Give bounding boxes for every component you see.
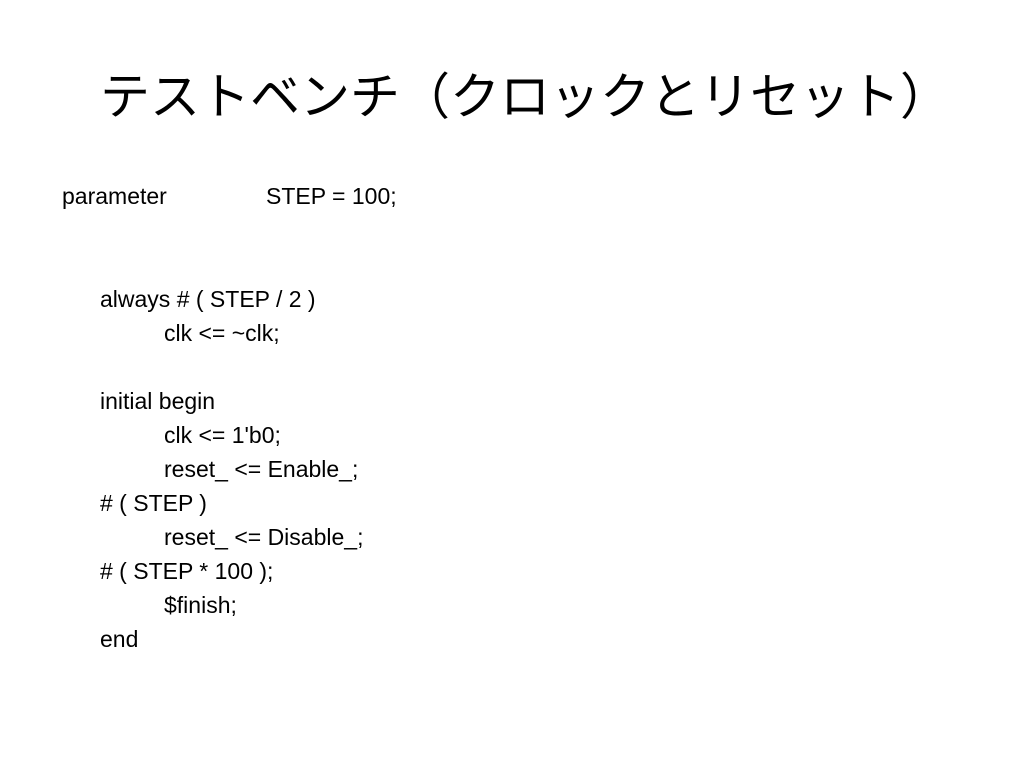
code-line: clk <= ~clk; [164, 320, 280, 346]
code-line: clk <= 1'b0; [164, 422, 281, 448]
code-line: $finish; [164, 592, 237, 618]
code-line-blank [100, 351, 363, 385]
code-block: always # ( STEP / 2 ) clk <= ~clk; initi… [100, 283, 363, 657]
code-line: end [100, 626, 139, 652]
code-line: initial begin [100, 388, 216, 414]
parameter-keyword: parameter [62, 183, 167, 209]
parameter-declaration: parameter STEP = 100; [62, 180, 397, 212]
slide-title: テストベンチ（クロックとリセット） [100, 68, 950, 126]
code-line: reset_ <= Disable_; [164, 524, 364, 550]
code-line: reset_ <= Enable_; [164, 456, 359, 482]
code-line: # ( STEP * 100 ); [100, 558, 274, 584]
parameter-statement: STEP = 100; [266, 183, 397, 209]
code-line: always # ( STEP / 2 ) [100, 286, 316, 312]
code-line: # ( STEP ) [100, 490, 207, 516]
